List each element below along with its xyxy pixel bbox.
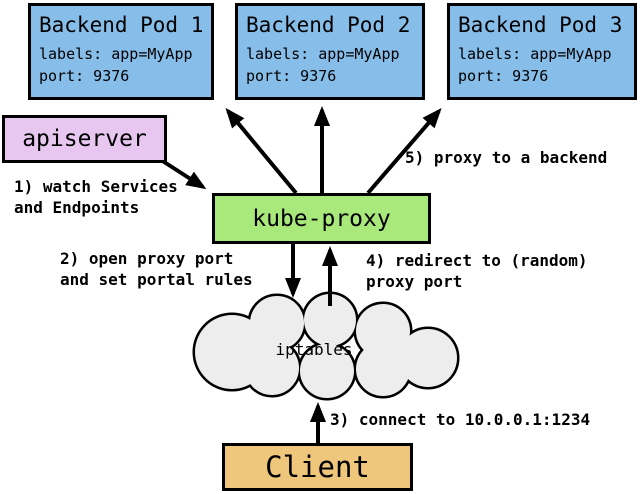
kube-proxy-box: kube-proxy [212, 193, 431, 244]
iptables-cloud [192, 291, 460, 401]
annotation-step-4: 4) redirect to (random) proxy port [366, 251, 588, 291]
arrow-kube-proxy-to-pod-1 [225, 107, 298, 195]
pod-title: Backend Pod 2 [246, 13, 411, 37]
client-box: Client [222, 443, 413, 491]
backend-pod-2-box: Backend Pod 2 labels: app=MyApp port: 93… [235, 3, 425, 100]
backend-pod-1-box: Backend Pod 1 labels: app=MyApp port: 93… [28, 3, 214, 100]
pod-title: Backend Pod 3 [458, 13, 623, 37]
pod-port-line: port: 9376 [458, 67, 549, 85]
arrow-apiserver-to-kube-proxy [159, 158, 207, 190]
pod-title: Backend Pod 1 [39, 13, 204, 37]
apiserver-box: apiserver [2, 115, 167, 163]
pod-labels-line: labels: app=MyApp [458, 45, 612, 63]
kube-proxy-label: kube-proxy [252, 205, 391, 232]
pod-labels-line: labels: app=MyApp [39, 45, 193, 63]
annotation-step-1: 1) watch Services and Endpoints [14, 177, 178, 217]
backend-pod-3-box: Backend Pod 3 labels: app=MyApp port: 93… [447, 3, 637, 100]
pod-labels-line: labels: app=MyApp [246, 45, 400, 63]
client-label: Client [265, 450, 370, 484]
pod-port-line: port: 9376 [246, 67, 337, 85]
apiserver-label: apiserver [22, 126, 147, 152]
arrow-kube-proxy-to-pod-3 [366, 107, 442, 195]
annotation-step-2: 2) open proxy port and set portal rules [60, 249, 253, 289]
pod-port-line: port: 9376 [39, 67, 130, 85]
annotation-step-3: 3) connect to 10.0.0.1:1234 [330, 410, 591, 429]
annotation-step-5: 5) proxy to a backend [405, 148, 608, 167]
iptables-label: iptables [275, 340, 353, 359]
